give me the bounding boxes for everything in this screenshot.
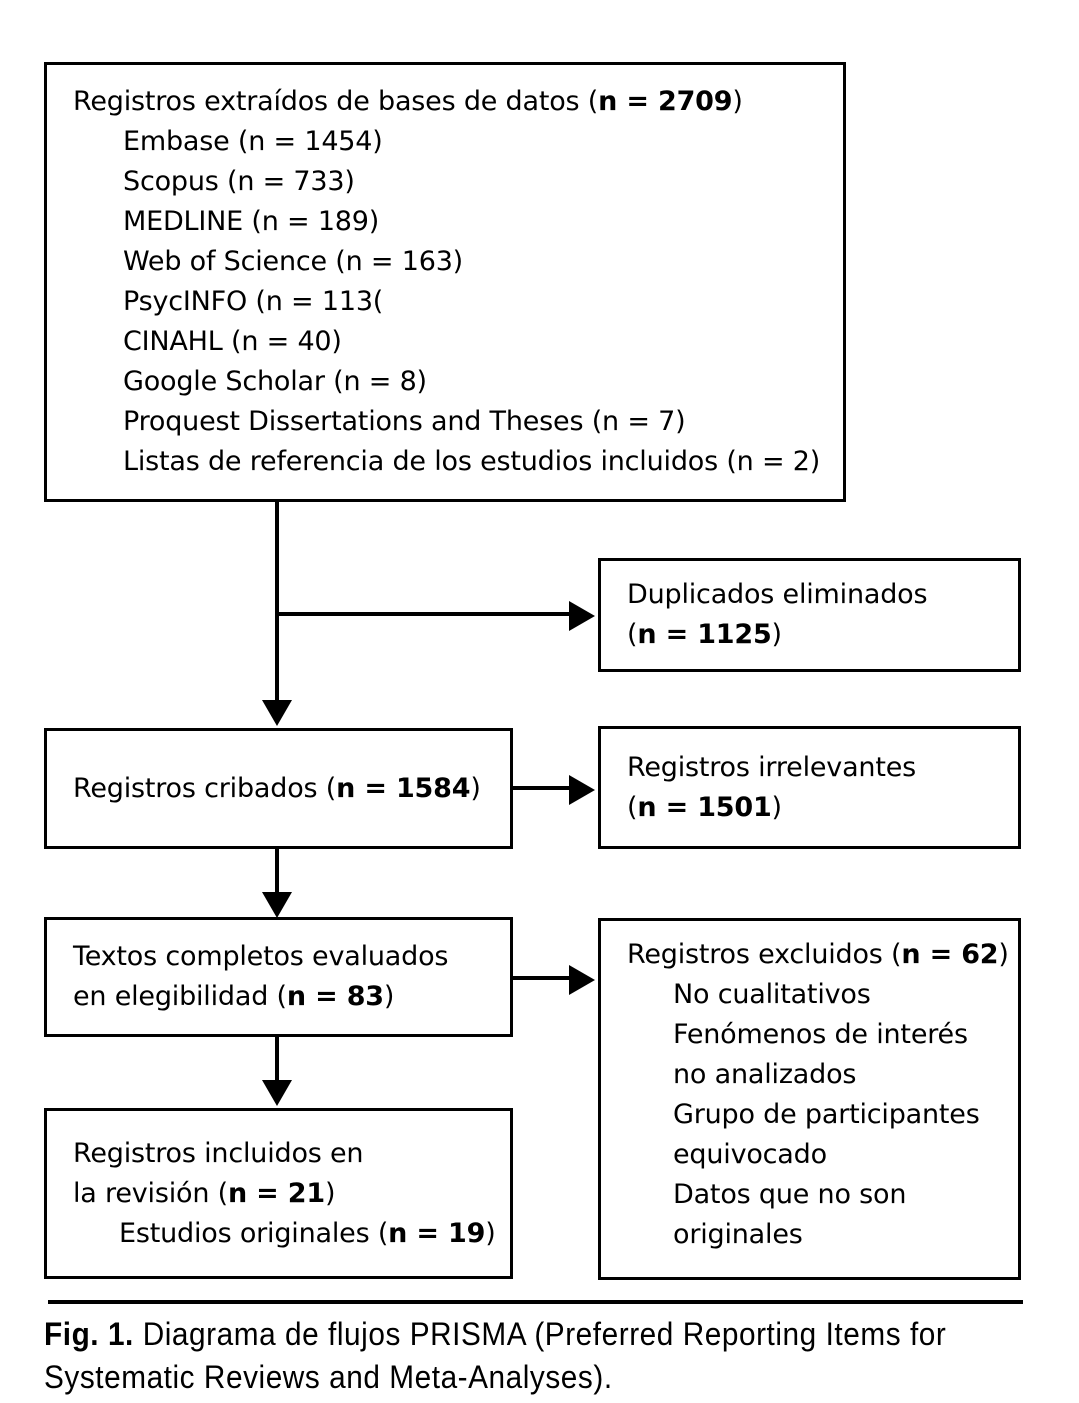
source-item: PsycINFO (n = 113( xyxy=(123,286,384,317)
irrelevant-line-1: Registros irrelevantes xyxy=(627,751,916,783)
source-item: CINAHL (n = 40) xyxy=(123,326,342,357)
excluded-paren-close: ) xyxy=(998,939,1009,970)
sources-heading: Registros extraídos de bases de datos (n… xyxy=(73,82,843,122)
connector-screened-to-irrelevant xyxy=(513,786,572,790)
box-records-identified: Registros extraídos de bases de datos (n… xyxy=(44,62,846,502)
duplicates-line-1: Duplicados eliminados xyxy=(627,579,928,610)
excluded-heading-text: Registros excluidos ( xyxy=(627,939,902,970)
excluded-reason: Fenómenos de interés xyxy=(673,1019,968,1050)
source-item: Embase (n = 1454) xyxy=(123,126,383,157)
sources-heading-text: Registros extraídos de bases de datos ( xyxy=(73,86,599,117)
included-original-paren-close: ) xyxy=(485,1217,496,1249)
duplicates-paren-close: ) xyxy=(771,619,783,650)
included-line-3: Estudios originales (n = 19) xyxy=(73,1214,510,1254)
irrelevant-paren-close: ) xyxy=(771,791,783,823)
included-original-text: Estudios originales ( xyxy=(119,1217,389,1249)
excluded-heading: Registros excluidos (n = 62) xyxy=(627,935,1018,975)
fulltext-count: n = 83 xyxy=(286,981,384,1012)
irrelevant-paren-open: ( xyxy=(627,791,638,823)
included-line-2: la revisión (n = 21) xyxy=(73,1174,510,1214)
sources-heading-count: n = 2709 xyxy=(598,86,733,117)
excluded-reason: Datos que no son xyxy=(673,1179,907,1210)
fulltext-paren-close: ) xyxy=(383,981,395,1012)
screened-paren-close: ) xyxy=(470,772,481,804)
connector-sources-to-duplicates xyxy=(277,612,572,616)
excluded-reason: No cualitativos xyxy=(673,979,871,1010)
caption-label: Fig. 1. xyxy=(44,1316,134,1352)
arrowhead-right-duplicates xyxy=(569,601,595,631)
source-item: MEDLINE (n = 189) xyxy=(123,206,380,237)
excluded-reason: equivocado xyxy=(673,1139,827,1170)
figure-caption: Fig. 1. Diagrama de flujos PRISMA (Prefe… xyxy=(44,1313,974,1399)
fulltext-line-1: Textos completos evaluados xyxy=(73,941,449,972)
connector-screened-to-fulltext xyxy=(275,849,279,894)
arrowhead-right-irrelevant xyxy=(569,775,595,805)
arrowhead-right-excluded xyxy=(569,965,595,995)
source-item: Scopus (n = 733) xyxy=(123,166,355,197)
caption-text: Diagrama de flujos PRISMA (Preferred Rep… xyxy=(44,1316,947,1395)
excluded-reason: originales xyxy=(673,1219,803,1250)
source-item: Listas de referencia de los estudios inc… xyxy=(123,446,821,477)
screened-count: n = 1584 xyxy=(336,772,471,804)
box-records-included: Registros incluidos en la revisión (n = … xyxy=(44,1108,513,1279)
included-line-1: Registros incluidos en xyxy=(73,1137,364,1169)
source-item: Google Scholar (n = 8) xyxy=(123,366,427,397)
source-item: Proquest Dissertations and Theses (n = 7… xyxy=(123,406,686,437)
box-records-irrelevant: Registros irrelevantes (n = 1501) xyxy=(598,726,1021,849)
source-item: Web of Science (n = 163) xyxy=(123,246,464,277)
duplicates-line-2: (n = 1125) xyxy=(627,615,1018,655)
connector-fulltext-to-excluded xyxy=(513,976,572,980)
irrelevant-count: n = 1501 xyxy=(637,791,772,823)
excluded-reason: Grupo de participantes xyxy=(673,1099,980,1130)
sources-heading-close: ) xyxy=(732,86,743,117)
box-fulltext-eligibility: Textos completos evaluados en elegibilid… xyxy=(44,917,513,1037)
box-duplicates-removed: Duplicados eliminados (n = 1125) xyxy=(598,558,1021,672)
connector-sources-to-screened xyxy=(275,502,279,702)
included-paren-close: ) xyxy=(324,1177,336,1209)
box-records-excluded: Registros excluidos (n = 62) No cualitat… xyxy=(598,918,1021,1280)
fulltext-text: en elegibilidad ( xyxy=(73,981,287,1012)
included-count: n = 21 xyxy=(227,1177,325,1209)
caption-divider xyxy=(48,1300,1023,1304)
duplicates-paren-open: ( xyxy=(627,619,638,650)
connector-fulltext-to-included xyxy=(275,1037,279,1082)
duplicates-count: n = 1125 xyxy=(637,619,772,650)
included-original-count: n = 19 xyxy=(388,1217,486,1249)
arrowhead-down-included xyxy=(262,1080,292,1106)
arrowhead-down-fulltext xyxy=(262,892,292,918)
arrowhead-down-screened xyxy=(262,700,292,726)
irrelevant-line-2: (n = 1501) xyxy=(627,788,1018,828)
fulltext-line-2: en elegibilidad (n = 83) xyxy=(73,977,510,1017)
excluded-reason: no analizados xyxy=(673,1059,857,1090)
screened-text: Registros cribados ( xyxy=(73,772,337,804)
box-records-screened: Registros cribados (n = 1584) xyxy=(44,728,513,849)
excluded-count: n = 62 xyxy=(901,939,999,970)
included-text: la revisión ( xyxy=(73,1177,228,1209)
screened-line-1: Registros cribados (n = 1584) xyxy=(73,769,510,809)
